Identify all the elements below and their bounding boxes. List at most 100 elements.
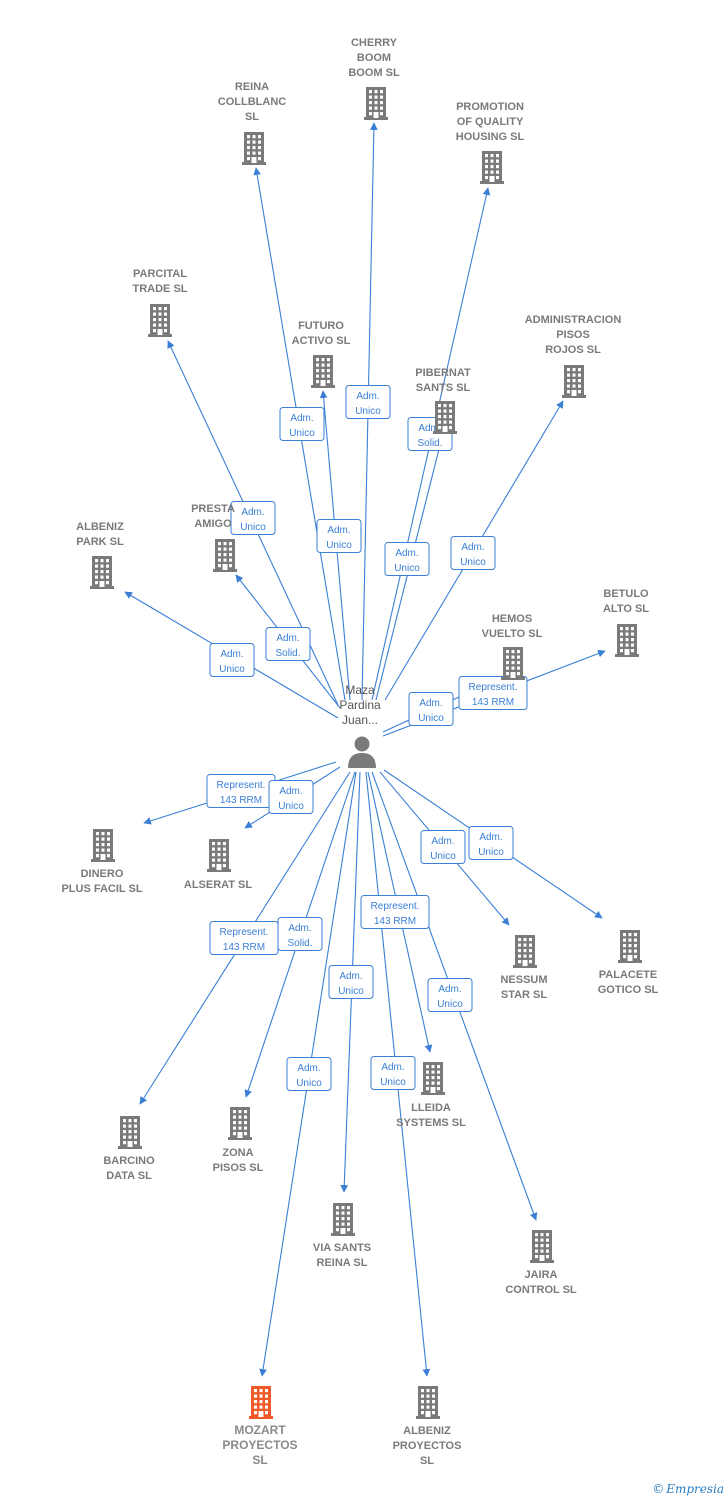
edge-label-text: Adm. (431, 836, 454, 847)
edge-label-text: Adm. (276, 633, 299, 644)
edge-label-text: Adm. (279, 786, 302, 797)
person-icon (348, 736, 376, 768)
edge-label-text: Represent. (371, 901, 420, 912)
edge-label-reina-collblanc[interactable]: Adm. Unico (279, 407, 325, 441)
edge-label-lleida-systems[interactable]: Represent. 143 RRM (360, 895, 430, 929)
building-icon (91, 829, 115, 862)
building-icon (562, 365, 586, 398)
edge-label-albeniz-park[interactable]: Adm.Unico (209, 643, 255, 677)
company-node-nessum-star[interactable]: NESSUM STAR SL (500, 935, 548, 1001)
company-name: VIA SANTS (313, 1242, 371, 1254)
edge-label-text: Adm. (290, 413, 313, 424)
building-icon (228, 1107, 252, 1140)
building-icon (501, 647, 525, 680)
person-name: Juan... (342, 713, 378, 727)
company-name: MOZART (234, 1423, 286, 1437)
edge-label-albeniz-proyectos[interactable]: Adm.Unico (370, 1056, 416, 1090)
edge-label-nessum-star[interactable]: Adm.Unico (420, 830, 466, 864)
building-icon (480, 151, 504, 184)
edge-label-text: Unico (460, 557, 486, 568)
center-person-node[interactable]: MazaPardinaJuan... (339, 683, 381, 768)
building-icon (207, 839, 231, 872)
edge-label-text: Unico (326, 540, 352, 551)
edge-label-betulo-alto[interactable]: Represent.143 RRM (458, 676, 528, 710)
edge-label-hemos-vuelto[interactable]: Adm. Unico (408, 692, 454, 726)
company-name: ALSERAT SL (184, 879, 253, 891)
edge-label-text: Adm. (419, 698, 442, 709)
company-name: ALBENIZ (76, 521, 124, 533)
edge-label-zona-pisos[interactable]: Adm.Solid. (277, 917, 323, 951)
edge-label-parcital-trade[interactable]: Adm.Unico (230, 501, 276, 535)
company-name: GOTICO SL (598, 984, 659, 996)
company-name: PLUS FACIL SL (61, 883, 142, 895)
company-name: NESSUM (500, 974, 547, 986)
person-name: Pardina (339, 698, 381, 712)
edge-label-promotion-quality[interactable]: Adm.Unico (384, 542, 430, 576)
edge-label-text: Unico (219, 664, 245, 675)
edge-label-presta-amigo[interactable]: Adm.Solid. (265, 627, 311, 661)
company-name: PRESTA (191, 503, 235, 515)
edge-label-text: Adm. (297, 1063, 320, 1074)
edge-label-administracion-pisos[interactable]: Adm.Unico (450, 536, 496, 570)
edge-label-text: Represent. (217, 780, 266, 791)
company-name: COLLBLANC (218, 96, 286, 108)
edge-label-alserat[interactable]: Adm. Unico (268, 780, 314, 814)
building-icon (118, 1116, 142, 1149)
company-name: PARCITAL (133, 268, 187, 280)
building-icon (513, 935, 537, 968)
edge-label-text: Adm. (438, 984, 461, 995)
company-name: BOOM (357, 52, 391, 64)
edge-label-text: Unico (278, 801, 304, 812)
edge-label-mozart-proyectos[interactable]: Adm.Unico (286, 1057, 332, 1091)
company-name: JAIRA (524, 1269, 557, 1281)
edge-label-text: Adm. (356, 391, 379, 402)
company-name: SL (252, 1453, 267, 1467)
edge-label-text: Represent. (220, 927, 269, 938)
edge-label-futuro-activo[interactable]: Adm. Unico (316, 519, 362, 553)
company-name: PROYECTOS (393, 1440, 462, 1452)
watermark: ©Empresia (652, 1482, 724, 1496)
edge-label-jaira-control[interactable]: Adm.Unico (427, 978, 473, 1012)
edge-label-barcino-data[interactable]: Represent.143 RRM (209, 921, 279, 955)
edge-label-text: Solid. (287, 938, 312, 949)
company-name: ALTO SL (603, 603, 649, 615)
building-icon (331, 1203, 355, 1236)
edge-label-text: Unico (418, 713, 444, 724)
edge-label-text: Adm. (241, 507, 264, 518)
edge-label-text: 143 RRM (374, 916, 416, 927)
company-name: STAR SL (501, 989, 548, 1001)
company-name: SL (420, 1455, 434, 1467)
building-icon (242, 132, 266, 165)
brand-logo: Empresia (666, 1482, 724, 1496)
edge-label-palacete-gotico[interactable]: Adm.Unico (468, 826, 514, 860)
company-node-alserat[interactable]: ALSERAT SL (184, 839, 253, 891)
edge-label-via-sants[interactable]: Adm.Unico (328, 965, 374, 999)
edge-label-text: Unico (289, 428, 315, 439)
company-name: LLEIDA (411, 1102, 451, 1114)
edge-label-cherry-boom[interactable]: Adm.Unico (345, 385, 391, 419)
edge-label-text: Adm. (327, 525, 350, 536)
company-name: DATA SL (106, 1170, 152, 1182)
edge-label-dinero-plus[interactable]: Represent.143 RRM (206, 774, 276, 808)
